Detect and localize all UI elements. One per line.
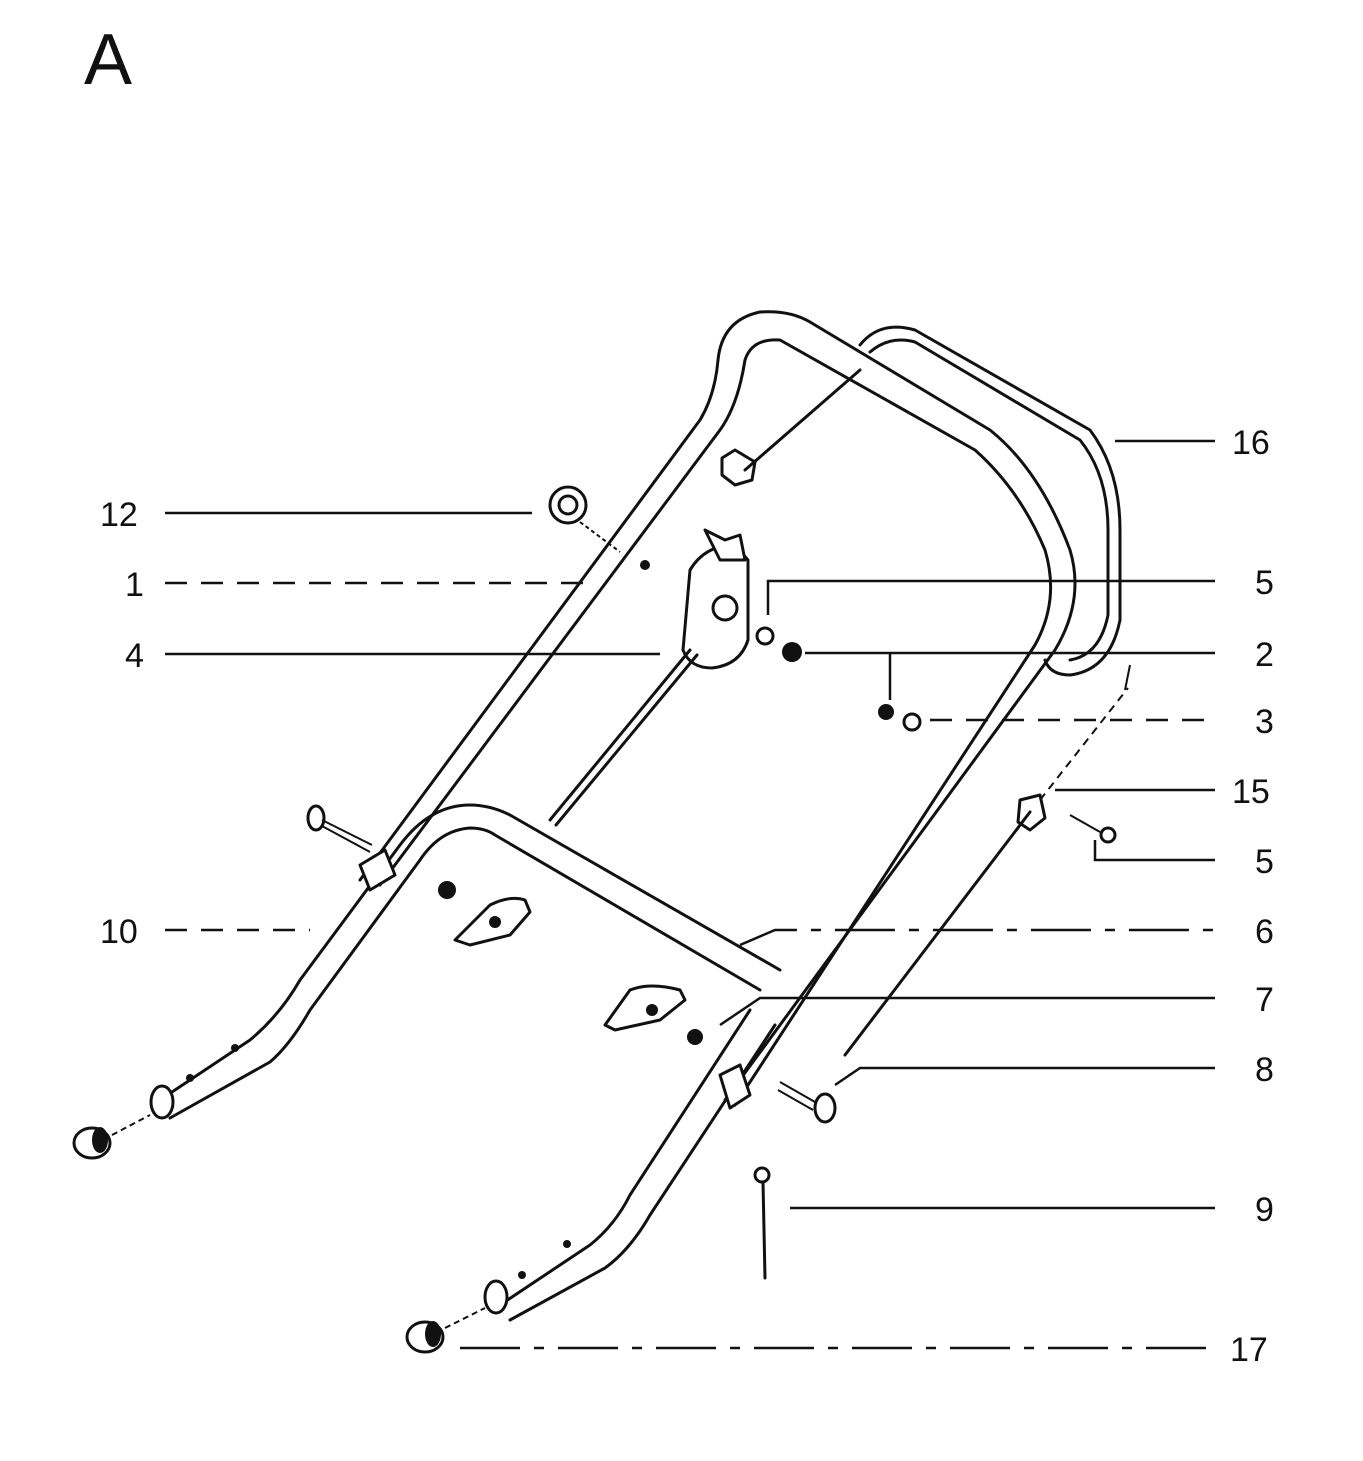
callout-17: 17 <box>1230 1331 1268 1369</box>
part-10-bolt <box>306 804 456 899</box>
callout-12: 12 <box>100 496 138 534</box>
callout-7: 7 <box>1255 981 1274 1019</box>
section-letter: A <box>84 20 132 100</box>
part-12-cable-clip <box>548 485 621 553</box>
part-17-end-caps <box>72 1114 486 1354</box>
callout-5-top: 5 <box>1255 564 1274 602</box>
leader-lines <box>165 439 1215 1350</box>
callout-10: 10 <box>100 913 138 951</box>
callout-3: 3 <box>1255 703 1274 741</box>
callout-1: 1 <box>125 566 144 604</box>
part-7-knob-right <box>603 984 703 1045</box>
callout-15: 15 <box>1232 773 1270 811</box>
part-1-control-lever <box>548 528 750 827</box>
callout-6: 6 <box>1255 913 1274 951</box>
part-6-knob-left <box>453 896 532 947</box>
callout-4: 4 <box>125 637 144 675</box>
callout-labels: 12 1 4 10 16 5 2 3 15 5 6 7 8 9 17 <box>100 424 1274 1369</box>
part-9-cable-tie <box>753 1166 771 1280</box>
callout-5-bottom: 5 <box>1255 843 1274 881</box>
callout-8: 8 <box>1255 1051 1274 1089</box>
callout-9: 9 <box>1255 1191 1274 1229</box>
callout-2: 2 <box>1255 636 1274 674</box>
part-5-screw <box>1069 814 1117 844</box>
part-nuts-washers <box>755 626 922 732</box>
part-15-cable-guide <box>843 664 1131 1057</box>
callout-16: 16 <box>1232 424 1270 462</box>
upper-handle <box>358 310 1122 1107</box>
lower-handle <box>149 803 782 1322</box>
part-8-bolt <box>777 1081 837 1124</box>
